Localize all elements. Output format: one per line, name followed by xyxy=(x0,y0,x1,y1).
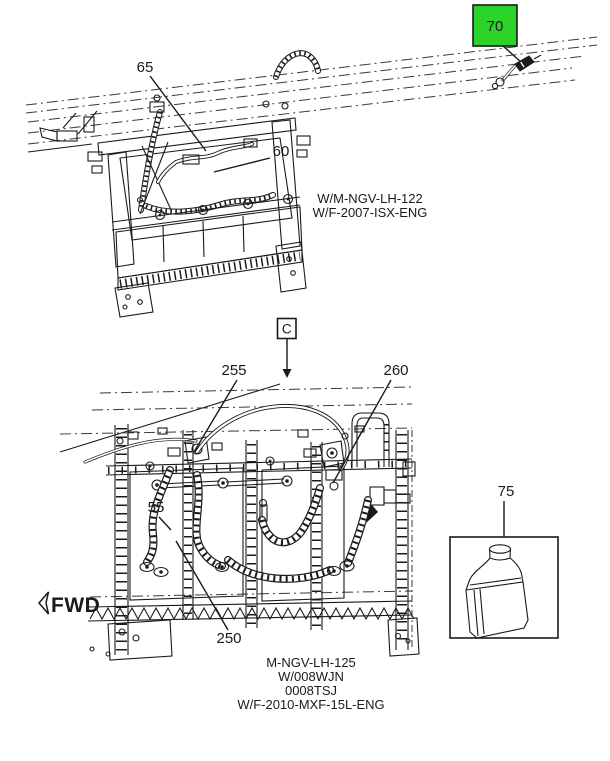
callout-65-leader xyxy=(149,75,207,152)
upper-assembly-drawing xyxy=(87,94,311,318)
callout-70-label[interactable]: 70 xyxy=(487,18,504,35)
corrugated-hose-250[interactable] xyxy=(192,471,226,570)
lower-caption-line-2: W/008WJN xyxy=(278,669,344,684)
oil-bottle-drawing xyxy=(465,544,529,639)
fwd-label: FWD xyxy=(51,594,100,617)
upper-caption-line-2: W/F-2007-ISX-ENG xyxy=(313,205,428,220)
frame-channel-right xyxy=(395,430,409,650)
upper-caption-line-1: W/M-NGV-LH-122 xyxy=(317,191,422,206)
callout-60-leader xyxy=(213,157,271,173)
callout-260-leader xyxy=(332,379,392,484)
fwd-arrow-icon xyxy=(38,591,50,615)
lower-caption-line-3: 0008TSJ xyxy=(285,683,337,698)
callout-75-label[interactable]: 75 xyxy=(498,483,515,500)
callout-250-label[interactable]: 250 xyxy=(216,630,241,647)
frame-channel-a xyxy=(182,430,194,620)
fwd-indicator: FWD xyxy=(38,591,100,617)
upper-frame-rails xyxy=(25,36,598,153)
callout-55-label[interactable]: 55 xyxy=(148,499,165,516)
part-75-item-frame xyxy=(449,536,559,639)
section-arrow-icon xyxy=(282,369,292,378)
callout-250-leader xyxy=(175,540,229,631)
linkage-bars xyxy=(151,475,293,491)
lower-caption-line-4: W/F-2010-MXF-15L-ENG xyxy=(237,697,384,712)
lower-assembly-drawing xyxy=(59,383,420,661)
callout-65-label[interactable]: 65 xyxy=(137,59,154,76)
callout-70-leader xyxy=(502,45,522,63)
part-70-connector-drawing xyxy=(491,54,542,90)
callout-55-leader xyxy=(158,516,172,531)
callout-70-highlight-box[interactable] xyxy=(472,4,518,47)
part-75-box: 75 xyxy=(449,483,559,639)
callout-255-label[interactable]: 255 xyxy=(221,362,246,379)
section-marker-box xyxy=(276,317,297,340)
corrugated-hose-mid xyxy=(258,484,324,547)
section-marker-c: C xyxy=(276,317,297,378)
hose-end-lugs xyxy=(139,560,355,578)
callout-255-leader xyxy=(193,379,238,453)
upper-rail-hose xyxy=(273,50,321,80)
callout-260-label[interactable]: 260 xyxy=(383,362,408,379)
corrugated-hose-55[interactable] xyxy=(143,466,174,566)
lower-caption-line-1: M-NGV-LH-125 xyxy=(266,655,356,670)
corrugated-hose-catenary xyxy=(224,556,334,583)
callout-60-label[interactable]: 60 xyxy=(273,143,290,160)
frame-channel-b xyxy=(245,440,258,628)
section-marker-label: C xyxy=(282,322,292,337)
corrugated-hose-right xyxy=(344,496,372,567)
